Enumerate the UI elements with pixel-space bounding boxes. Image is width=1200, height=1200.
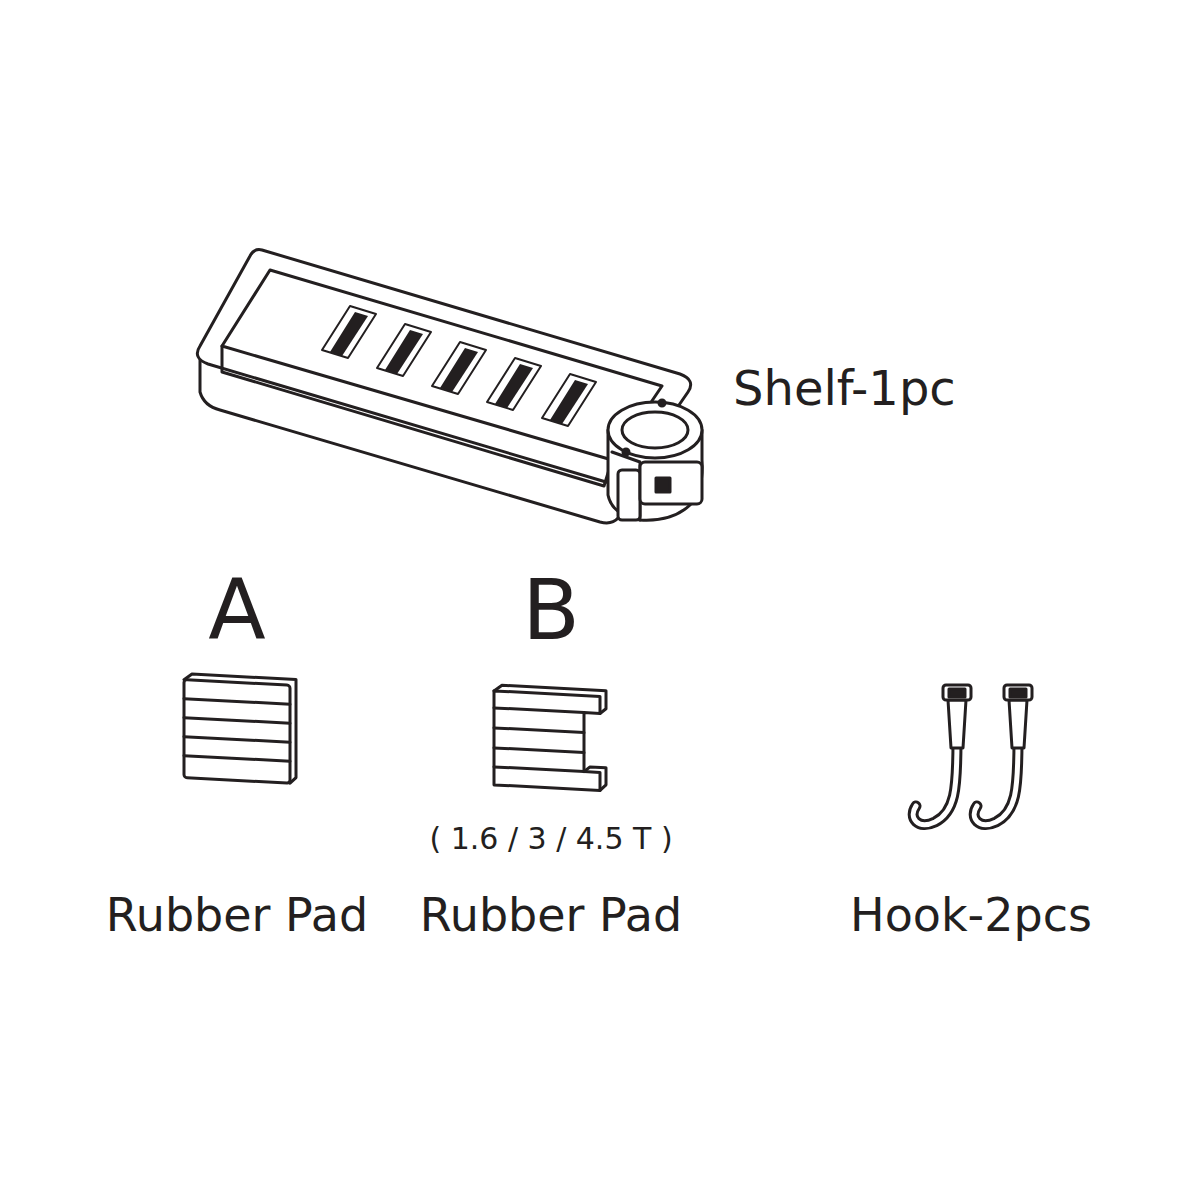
shelf-clamp bbox=[608, 400, 702, 520]
part-name: Shelf-1pc bbox=[733, 362, 956, 415]
rubber-pad-b bbox=[494, 685, 606, 791]
part-name: Hook-2pcs bbox=[850, 890, 1092, 941]
hook bbox=[974, 685, 1032, 825]
rubber-pad-a bbox=[184, 674, 296, 784]
hook bbox=[913, 685, 971, 825]
part-letter: A bbox=[208, 564, 265, 656]
part-name: Rubber Pad bbox=[420, 890, 682, 941]
shelf-tray bbox=[197, 250, 690, 523]
part-letter: B bbox=[522, 564, 580, 656]
part-name: Rubber Pad bbox=[106, 890, 368, 941]
thickness-note: ( 1.6 / 3 / 4.5 T ) bbox=[429, 822, 672, 855]
